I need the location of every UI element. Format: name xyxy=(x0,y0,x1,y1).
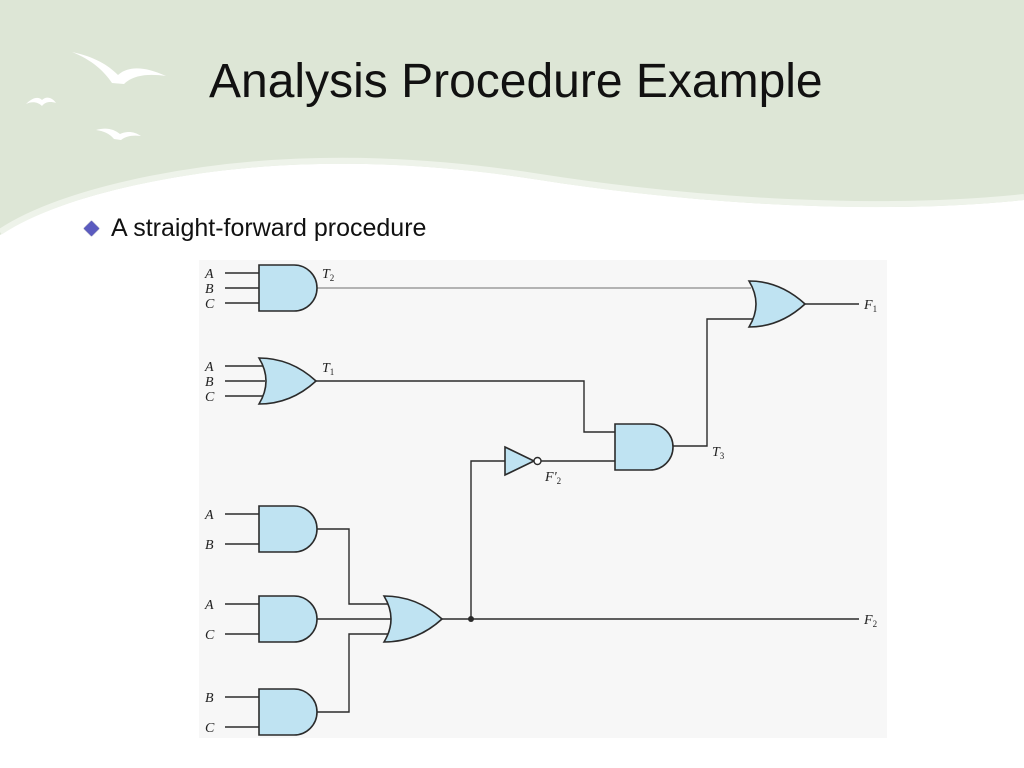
wires xyxy=(225,272,859,728)
net-label-f2-complement: F'2 xyxy=(544,470,561,486)
and-gate-bc xyxy=(258,688,318,736)
input-label-c: C xyxy=(205,628,215,643)
input-label-b: B xyxy=(205,375,214,390)
input-label-b: B xyxy=(205,282,214,297)
net-label-t1: T1 xyxy=(322,361,334,377)
net-label-t3: T3 xyxy=(712,445,725,461)
not-gate-f2 xyxy=(504,445,542,477)
net-label-t2: T2 xyxy=(322,267,334,283)
input-label-a: A xyxy=(204,598,214,613)
slide-title: Analysis Procedure Example xyxy=(209,55,823,108)
input-labels: A B C A B C A B A C B C xyxy=(204,267,215,736)
input-label-c: C xyxy=(205,390,215,405)
flying-bird-icon xyxy=(96,128,141,140)
input-label-a: A xyxy=(204,360,214,375)
and-gate-t2 xyxy=(258,264,318,312)
or-gate-f2 xyxy=(382,595,444,643)
output-label-f2: F2 xyxy=(863,613,877,629)
header-band-edge xyxy=(0,157,1024,235)
flying-bird-icon xyxy=(26,97,56,106)
bullet-diamond-icon xyxy=(83,220,100,236)
input-label-a: A xyxy=(204,267,214,282)
and-gate-ac xyxy=(258,595,318,643)
bullet-text: A straight-forward procedure xyxy=(111,213,427,242)
flying-bird-icon xyxy=(72,52,166,84)
input-label-c: C xyxy=(205,721,215,736)
or-gate-f1 xyxy=(747,280,807,328)
or-gate-t1 xyxy=(257,357,318,405)
and-gate-ab xyxy=(258,505,318,553)
input-label-b: B xyxy=(205,538,214,553)
bullet-item: A straight-forward procedure xyxy=(83,210,427,246)
input-label-a: A xyxy=(204,508,214,523)
diagram-background xyxy=(199,260,887,738)
header-band xyxy=(0,0,1024,235)
input-label-c: C xyxy=(205,297,215,312)
input-label-b: B xyxy=(205,691,214,706)
logic-circuit-diagram: A B C A B C A B A C B C T2 T1 T3 F'2 F1 … xyxy=(199,260,887,738)
output-label-f1: F1 xyxy=(863,298,877,314)
and-gate-t3 xyxy=(614,423,674,471)
